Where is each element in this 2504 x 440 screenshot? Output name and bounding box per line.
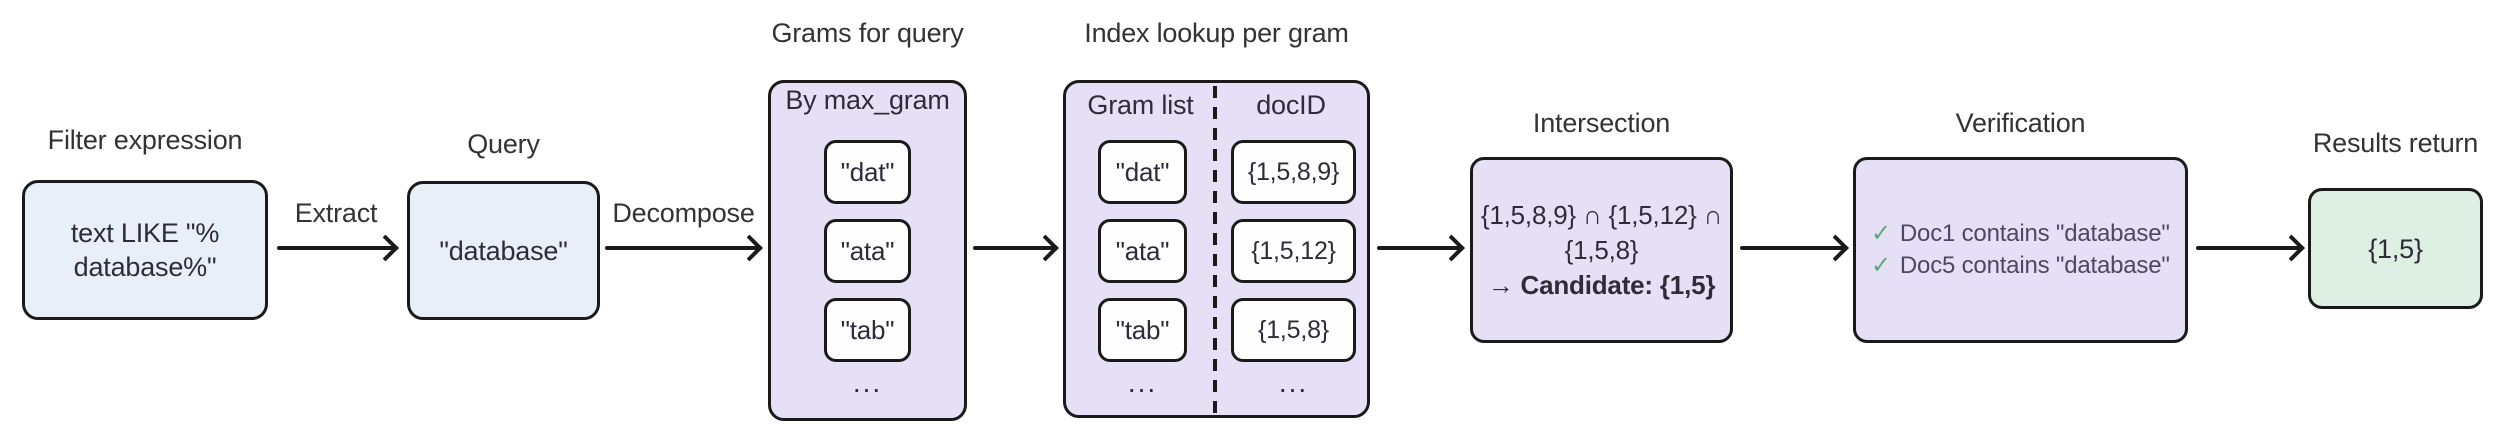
- verification-list: ✓ Doc1 contains "database" ✓ Doc5 contains…: [1871, 218, 2170, 282]
- gram-item: "tab": [824, 298, 911, 362]
- filter-expression-line1: text LIKE "%: [70, 218, 220, 248]
- check-icon: ✓: [1871, 220, 1891, 247]
- index-docid-cell: {1,5,8}: [1231, 298, 1356, 362]
- gram-item: "ata": [824, 219, 911, 283]
- grams-to-index-arrow: [973, 246, 1056, 250]
- decompose-arrow: [605, 246, 760, 250]
- verification-box: ✓ Doc1 contains "database" ✓ Doc5 contains…: [1853, 157, 2188, 343]
- query-box: "database": [407, 181, 600, 320]
- intersection-title: Intersection: [1532, 108, 1671, 138]
- grams-for-query-title: Grams for query: [771, 18, 964, 48]
- filter-expression-box: text LIKE "% database%": [22, 180, 268, 320]
- filter-expression-line2: database%": [73, 252, 217, 282]
- filter-expression-title: Filter expression: [47, 125, 243, 155]
- verification-row: ✓ Doc1 contains "database": [1871, 218, 2170, 250]
- intersection-to-verification-arrow: [1740, 246, 1846, 250]
- check-icon: ✓: [1871, 252, 1891, 279]
- extract-arrow: [277, 246, 396, 250]
- verification-row-text: Doc5 contains "database": [1899, 252, 2170, 279]
- docid-column-header: docID: [1256, 90, 1326, 120]
- verification-row: ✓ Doc5 contains "database": [1871, 250, 2170, 282]
- index-gram-ellipsis: ...: [1127, 367, 1158, 398]
- query-text: "database": [439, 235, 568, 266]
- index-to-intersection-arrow: [1377, 246, 1462, 250]
- verification-to-results-arrow: [2196, 246, 2302, 250]
- index-docid-ellipsis: ...: [1278, 367, 1309, 398]
- index-gram-cell: "tab": [1098, 298, 1187, 362]
- intersection-text: {1,5,8,9} ∩ {1,5,12} ∩ {1,5,8} → Candida…: [1481, 198, 1722, 303]
- verification-title: Verification: [1955, 108, 2086, 138]
- grams-ellipsis: ...: [852, 367, 883, 398]
- index-docid-cell: {1,5,8,9}: [1231, 140, 1356, 204]
- results-box: {1,5}: [2308, 188, 2483, 309]
- decompose-arrow-label: Decompose: [612, 198, 755, 228]
- results-return-title: Results return: [2312, 128, 2479, 158]
- gram-item: "dat": [824, 140, 911, 204]
- results-text: {1,5}: [2368, 233, 2423, 264]
- index-gram-cell: "ata": [1098, 219, 1187, 283]
- verification-row-text: Doc1 contains "database": [1899, 220, 2170, 247]
- query-title: Query: [467, 129, 540, 159]
- intersection-line1: {1,5,8,9} ∩ {1,5,12} ∩: [1480, 199, 1723, 230]
- intersection-candidate-line: → Candidate: {1,5}: [1487, 269, 1716, 300]
- index-docid-cell: {1,5,12}: [1231, 219, 1356, 283]
- gram-list-column-header: Gram list: [1087, 90, 1194, 120]
- index-lookup-title: Index lookup per gram: [1084, 18, 1349, 48]
- index-column-divider: [1213, 86, 1217, 413]
- extract-arrow-label: Extract: [294, 198, 378, 228]
- index-gram-cell: "dat": [1098, 140, 1187, 204]
- intersection-line2: {1,5,8}: [1564, 234, 1639, 265]
- filter-expression-text: text LIKE "% database%": [71, 216, 219, 284]
- intersection-box: {1,5,8,9} ∩ {1,5,12} ∩ {1,5,8} → Candida…: [1470, 157, 1733, 343]
- grams-box-header: By max_gram: [785, 85, 950, 115]
